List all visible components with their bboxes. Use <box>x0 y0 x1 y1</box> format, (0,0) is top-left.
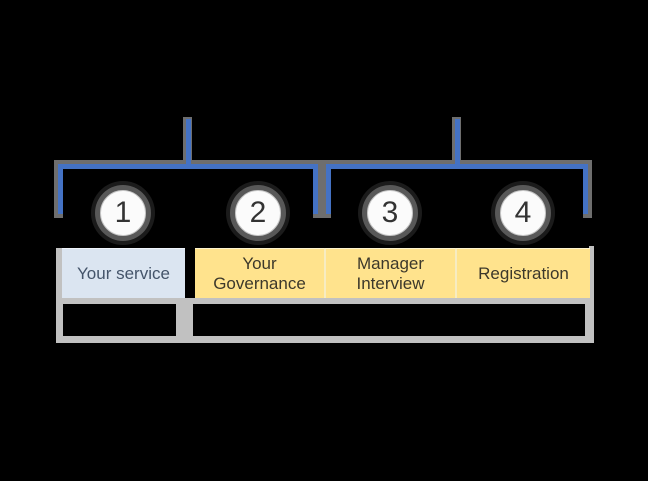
bracket-group-2 <box>322 117 592 218</box>
table-bottom-row <box>56 298 594 343</box>
step-circle-4: 4 <box>500 190 546 236</box>
empty-cell-1 <box>63 304 176 336</box>
step-number: 4 <box>514 196 532 229</box>
step-cell-manager-interview: Manager Interview <box>324 248 455 298</box>
step-cell-your-governance: Your Governance <box>195 248 324 298</box>
step-circle-1: 1 <box>100 190 146 236</box>
table-frame-right <box>589 246 594 343</box>
step-cell-your-service: Your service <box>62 248 185 298</box>
bracket-stem <box>186 119 191 169</box>
bracket-stem <box>455 119 460 169</box>
bracket-line <box>313 164 318 214</box>
step-circle-2: 2 <box>235 190 281 236</box>
step-label: Your Governance <box>213 253 306 293</box>
table-frame-left <box>56 248 62 343</box>
step-label: Your service <box>77 263 170 283</box>
step-label: Registration <box>478 263 569 283</box>
empty-cell-2 <box>193 304 585 336</box>
step-number: 2 <box>249 196 267 229</box>
bracket-line <box>58 164 63 214</box>
step-cell-registration: Registration <box>455 248 590 298</box>
step-number: 1 <box>114 196 132 229</box>
bracket-line <box>583 164 588 214</box>
bracket-line <box>326 164 331 214</box>
bracket-group-1 <box>54 117 322 218</box>
step-circle-3: 3 <box>367 190 413 236</box>
step-label: Manager Interview <box>356 253 425 293</box>
step-number: 3 <box>381 196 399 229</box>
